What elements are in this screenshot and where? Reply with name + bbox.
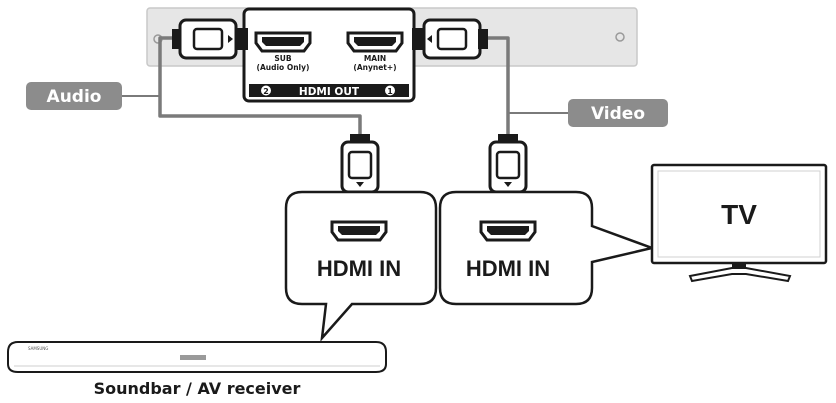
video-tag: Video: [508, 99, 668, 127]
num-main-badge: [385, 85, 395, 96]
tv-hdmi-port-icon: [479, 220, 537, 242]
video-tag-label: Video: [591, 104, 645, 124]
soundbar: SAMSUNG: [7, 341, 387, 373]
tv-label: TV: [721, 199, 757, 230]
cables: [158, 36, 510, 136]
hdmi-out-label: HDMI OUT: [299, 86, 360, 98]
num-sub-badge: [261, 85, 271, 96]
soundbar-display: [180, 355, 206, 360]
screw-right-icon: [615, 32, 625, 42]
tv-input-bubble: HDMI IN: [438, 190, 657, 306]
num-main: 1: [387, 87, 393, 96]
tv: TV: [650, 163, 828, 283]
hdmi-port-sub: [254, 31, 312, 53]
video-cable-upper: [488, 36, 510, 136]
soundbar-brand: SAMSUNG: [28, 346, 48, 351]
soundbar-input-bubble: HDMI IN: [284, 190, 438, 342]
audio-tag: Audio: [26, 82, 160, 110]
tv-hdmi-in-label: HDMI IN: [466, 256, 550, 281]
port-sub-label: SUB: [274, 54, 291, 63]
tv-stand: [688, 267, 792, 283]
source-device: SUB (Audio Only) MAIN (Anynet+) 2 HDMI O…: [146, 7, 638, 103]
port-sub-note: (Audio Only): [257, 63, 310, 72]
hdmi-connector-main: [412, 18, 488, 60]
soundbar-hdmi-port-icon: [330, 220, 388, 242]
audio-tag-label: Audio: [47, 87, 102, 107]
audio-cable: [158, 36, 362, 136]
hdmi-port-main: [346, 31, 404, 53]
soundbar-hdmi-in-label: HDMI IN: [317, 256, 401, 281]
hdmi-connector-sub: [172, 18, 248, 60]
port-main-note: (Anynet+): [353, 63, 396, 72]
tv-neck: [732, 263, 746, 269]
num-sub: 2: [263, 87, 269, 96]
soundbar-caption: Soundbar / AV receiver: [94, 379, 301, 398]
port-main-label: MAIN: [364, 54, 386, 63]
hdmi-out-bar: [249, 84, 409, 97]
